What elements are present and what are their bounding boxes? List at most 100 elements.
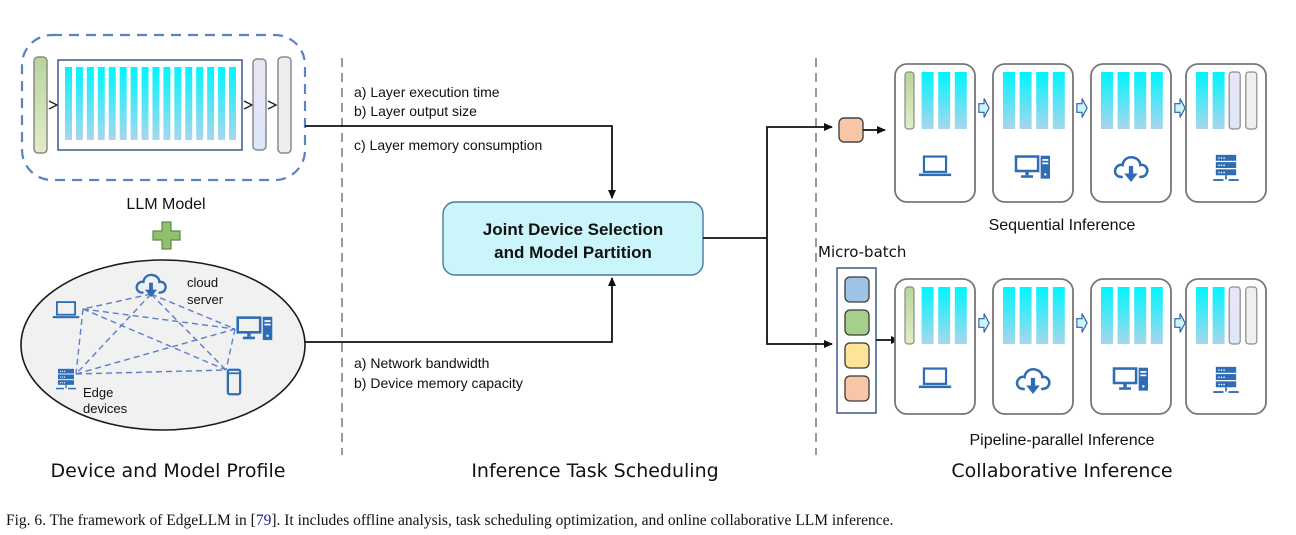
caption-prefix: Fig. 6. The framework of EdgeLLM in [ [6,512,256,529]
transformer-layer [141,67,149,140]
embedding-layer [904,71,915,130]
output-head-layer [277,56,292,154]
core-box-line1: Joint Device Selection [483,220,663,239]
cloud-server-label-line2: server [187,292,224,307]
model-layer-slice [1212,72,1225,129]
transformer-layer [218,67,226,140]
model-layer-slice [954,72,967,129]
llm-model-block [20,33,307,182]
device-network: cloud server Edge devices [20,259,306,431]
transformer-layer [152,67,160,140]
model-profile-connector [305,125,616,199]
micro-batch-item [844,342,870,369]
section-title-scheduling: Inference Task Scheduling [471,460,718,482]
plus-icon [152,221,181,250]
transformer-layer [174,67,182,140]
model-layer-slice [1036,287,1049,344]
output-head-layer [1245,286,1258,345]
model-layer-slice [1212,287,1225,344]
joint-device-selection-box: Joint Device Selection and Model Partiti… [442,201,704,276]
device-profile-connector [305,277,616,343]
core-box-line2: and Model Partition [494,243,652,262]
flow-arrow-icon [1174,312,1186,334]
device-network-ellipse [20,259,306,431]
micro-batch-item [844,375,870,402]
model-layer-slice [1019,287,1032,344]
device-stage-card [1090,63,1172,203]
edge-devices-label-line2: devices [83,401,128,416]
model-layer-slice [1003,287,1015,344]
micro-batch-item [844,309,870,336]
figure-caption: Fig. 6. The framework of EdgeLLM in [79]… [6,512,893,529]
embedding-layer [33,56,48,154]
device-stage-card [992,278,1074,415]
micro-batch-item [844,276,870,303]
transformer-layer [207,67,215,140]
transformer-layers [65,67,236,140]
transformer-layer [108,67,116,140]
pipeline-inference-row [894,278,1267,415]
model-layer-slice [1036,72,1049,129]
model-layer-slice [1150,287,1163,344]
model-input-output-size: b) Layer output size [354,103,477,119]
transformer-layer [185,67,193,140]
caption-citation-link[interactable]: 79 [256,512,272,529]
llm-model-dashed-border [20,33,307,182]
flow-arrow-icon [978,312,990,334]
scheduling-output-connectors [703,123,833,348]
norm-layer [252,58,267,151]
section-title-profile: Device and Model Profile [51,460,286,482]
section-title-collaborative: Collaborative Inference [951,460,1172,482]
model-layer-slice [1150,72,1163,129]
device-stage-card [1185,63,1267,203]
flow-arrow-icon [978,97,990,119]
device-stage-card [992,63,1074,203]
llm-model-label: LLM Model [126,196,205,213]
transformer-layer [86,67,94,140]
embedding-layer [904,286,915,345]
transformer-layer [163,67,171,140]
sequential-inference-label: Sequential Inference [989,217,1136,234]
transformer-layer [130,67,138,140]
device-stage-card [894,278,976,415]
model-layer-slice [1196,287,1208,344]
model-layer-slice [1117,72,1130,129]
model-input-execution-time: a) Layer execution time [354,84,500,100]
device-input-memory-capacity: b) Device memory capacity [354,375,523,391]
model-layer-slice [1003,72,1015,129]
model-layer-slice [1134,72,1147,129]
model-layer-slice [1196,72,1208,129]
flow-arrow-icon [1174,97,1186,119]
flow-arrow-icon [1076,312,1088,334]
pipeline-inference-label: Pipeline-parallel Inference [970,432,1155,449]
model-layer-slice [1134,287,1147,344]
transformer-layer [229,67,236,140]
transformer-layer [97,67,105,140]
model-layer-slice [1052,287,1065,344]
single-request-token [838,117,864,143]
device-stage-card [1185,278,1267,415]
cloud-server-label-line1: cloud [187,275,218,290]
transformer-layer [119,67,127,140]
flow-arrow-icon [1076,97,1088,119]
model-layer-slice [1101,287,1113,344]
micro-batch-label: Micro-batch [818,243,906,261]
network-links [75,293,236,375]
model-layer-slice [938,72,951,129]
model-layer-slice [921,72,934,129]
norm-layer [1228,286,1241,345]
transformer-layer [196,67,204,140]
transformer-layer [65,67,72,140]
norm-layer [1228,71,1241,130]
caption-suffix: ]. It includes offline analysis, task sc… [271,512,893,529]
edge-devices-label-line1: Edge [83,385,113,400]
device-stage-card [1090,278,1172,415]
transformer-stack [57,59,243,151]
model-layer-slice [954,287,967,344]
model-layer-slice [1052,72,1065,129]
model-layer-slice [921,287,934,344]
model-layer-slice [938,287,951,344]
transformer-layer [75,67,83,140]
model-input-memory-consumption: c) Layer memory consumption [354,137,542,153]
